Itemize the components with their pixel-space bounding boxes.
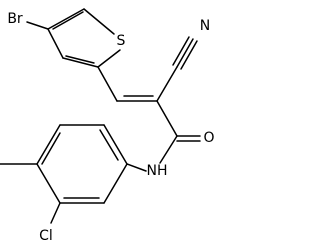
bonds [0,8,201,224]
bond-c-nitrile [156,66,178,102]
bond-c4-br [26,21,49,30]
bond-c4-c5-double [52,11,84,30]
bond-ring-3 [36,163,61,204]
bond-c4-c5 [47,8,85,30]
bond-nitrile-triple-c [180,40,198,70]
sulfur-label: S [117,33,126,49]
bond-c2-c3 [62,57,99,68]
bond-nitrile-triple-b [172,36,190,66]
bond-nitrile-triple-a [176,38,194,68]
bond-n-ring [126,163,147,172]
chlorine-label: Cl [39,228,53,244]
bond-carbonyl-n [159,135,178,164]
bond-ring-1 [103,163,128,204]
bromine-label: Br [7,11,23,27]
bond-aromatic-a [99,129,119,161]
bond-chloro [50,202,61,224]
bond-ring-6 [103,124,128,165]
bond-c3-c4 [47,28,64,59]
bond-c2-c3-double [65,55,95,64]
atom-labels: Br S N O NH Cl [7,11,214,244]
carbonyl-oxygen-label: O [203,130,214,146]
bond-s-c2 [97,49,121,68]
bond-c5-s [83,8,115,35]
bond-aromatic-c [41,132,61,165]
nitrile-nitrogen-label: N [200,18,210,34]
amide-nh-label: NH [147,163,168,179]
bond-c2-vinyl [97,66,118,102]
molecule-diagram: Br S N O NH Cl [0,8,215,244]
bond-ring-4 [36,124,61,165]
bond-c-carbonyl [156,100,178,137]
